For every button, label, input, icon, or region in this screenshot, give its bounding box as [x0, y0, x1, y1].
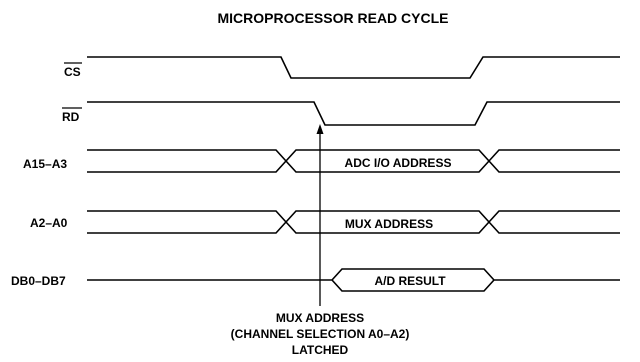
rd-waveform — [87, 101, 620, 126]
a15-a3-waveform — [87, 149, 620, 173]
cs-waveform — [87, 56, 620, 79]
latch-arrowhead — [316, 124, 324, 134]
adc-io-address-label: ADC I/O ADDRESS — [345, 156, 452, 170]
mux-address-label: MUX ADDRESS — [345, 217, 433, 231]
a2-a0-waveform — [87, 210, 620, 234]
annotation-line-3: LATCHED — [292, 343, 349, 357]
cs-signal-label: CS — [64, 65, 81, 79]
annotation-line-1: MUX ADDRESS — [276, 311, 364, 325]
diagram-title: MICROPROCESSOR READ CYCLE — [217, 10, 448, 26]
db0-db7-waveform — [87, 268, 620, 292]
ad-result-label: A/D RESULT — [374, 274, 446, 288]
a15-a3-signal-label: A15–A3 — [23, 157, 67, 171]
rd-signal-label: RD — [62, 110, 80, 124]
a2-a0-signal-label: A2–A0 — [30, 216, 68, 230]
annotation-line-2: (CHANNEL SELECTION A0–A2) — [231, 327, 410, 341]
db0-db7-signal-label: DB0–DB7 — [11, 274, 66, 288]
